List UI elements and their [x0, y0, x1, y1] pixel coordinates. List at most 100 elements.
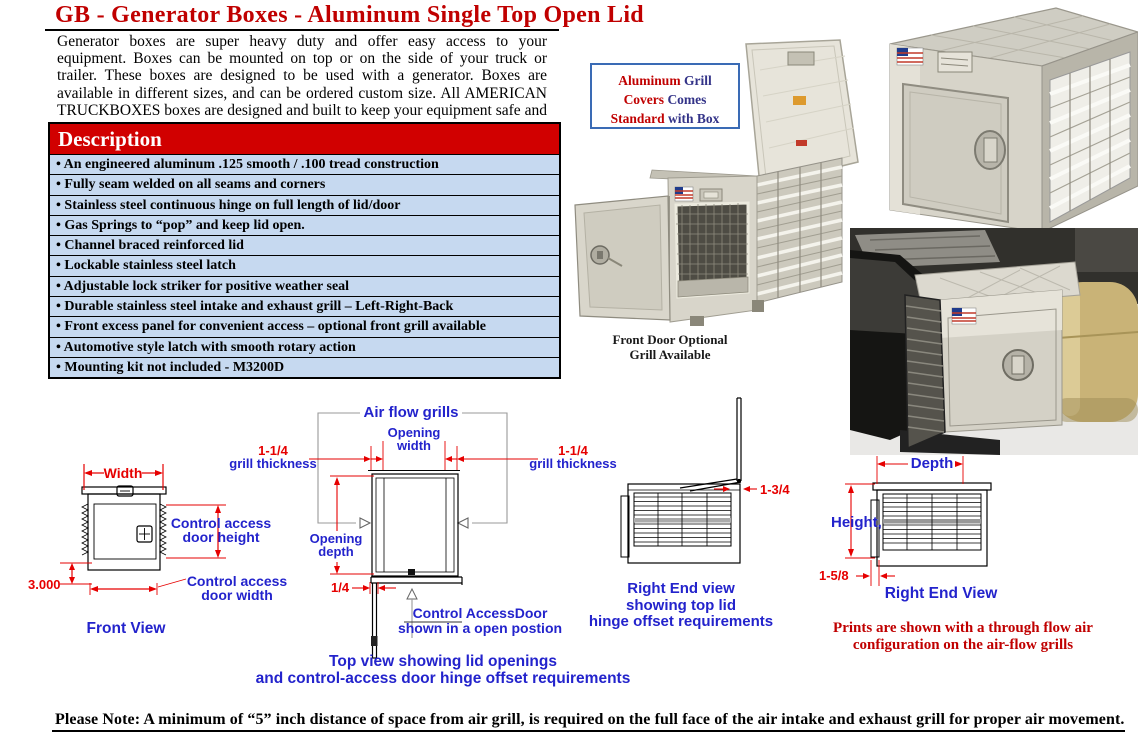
description-item: • Front excess panel for convenient acce…	[50, 316, 559, 337]
label-line: Control AccessDoor	[412, 605, 548, 621]
hinge-view-dimensions	[714, 486, 757, 492]
box-front-face	[649, 169, 758, 323]
front-view-drawing	[81, 485, 167, 571]
intro-paragraph: Generator boxes are super heavy duty and…	[57, 33, 547, 136]
grill-note-box: Aluminum Grill Covers Comes Standard wit…	[590, 63, 740, 129]
grill-note-text-blue: with Box	[668, 111, 720, 126]
photo-truck-mounted-box	[850, 228, 1138, 455]
description-item: • Mounting kit not included - M3200D	[50, 356, 559, 378]
opening-depth-label: Opening depth	[310, 532, 363, 558]
grill-note-text-red: Covers	[623, 92, 665, 107]
grill-note-text-red: Aluminum	[618, 73, 681, 88]
brand-logo	[896, 47, 924, 66]
description-header: Description	[50, 124, 559, 154]
front-view-dimensions	[60, 464, 226, 595]
right-end-view-caption: Right End View	[884, 585, 998, 602]
fuel-tank	[1055, 282, 1138, 422]
label-line: Control access	[186, 573, 288, 589]
description-item: • Lockable stainless steel latch	[50, 255, 559, 276]
footer-note: Please Note: A minimum of “5” inch dista…	[55, 711, 1125, 728]
description-item: • Adjustable lock striker for positive w…	[50, 275, 559, 297]
grill-thickness-left-label: 1-1/4 grill thickness	[229, 444, 316, 470]
front-view-diagram	[60, 464, 226, 595]
label-line: Control access	[170, 515, 272, 531]
open-front-door	[574, 195, 671, 321]
caption-line: Top view showing lid openings	[329, 653, 557, 670]
top-view-dimensions	[309, 441, 538, 594]
caption-line: showing top lid	[626, 596, 736, 614]
brand-logo	[674, 186, 694, 202]
right-end-hinge-diagram	[620, 397, 757, 564]
air-flow-grills-label: Air flow grills	[363, 404, 459, 421]
label-line: Opening	[387, 425, 441, 440]
control-access-door-width-label: Control access door width	[187, 574, 287, 602]
title-divider	[45, 29, 559, 31]
front-door-caption: Front Door Optional Grill Available	[612, 332, 728, 362]
label-line: width	[397, 437, 431, 453]
mounted-box	[914, 261, 1081, 433]
box-right-louver-side	[756, 157, 843, 304]
opening-width-label: Opening width	[387, 425, 441, 453]
mounted-box-louver-grill	[904, 294, 946, 450]
grill-note-text-blue: Grill	[683, 73, 712, 88]
label-line: shown in a open postion	[397, 620, 563, 636]
grill-thickness-right-label: 1-1/4 grill thickness	[529, 444, 616, 470]
grill-note-text-red: Standard	[610, 111, 665, 126]
photo-generator-box	[889, 7, 1138, 233]
grill-note-text-blue: Comes	[667, 92, 707, 107]
caption-line: hinge offset requirements	[588, 613, 774, 630]
hinge-view-drawing	[620, 397, 742, 564]
description-item: • Fully seam welded on all seams and cor…	[50, 174, 559, 195]
description-item: • Gas Springs to “pop” and keep lid open…	[50, 214, 559, 236]
right-end-view-diagram	[845, 456, 992, 586]
open-lid	[742, 39, 859, 209]
control-access-door-height-label: Control access door height	[171, 516, 271, 544]
label-line: grill thickness	[229, 456, 317, 471]
label-value: 1-1/4	[258, 443, 288, 458]
end-view-dimensions	[845, 456, 964, 586]
description-item: • Channel braced reinforced lid	[50, 235, 559, 256]
description-item: • Durable stainless steel intake and exh…	[50, 296, 559, 317]
door-note-leader	[404, 587, 462, 638]
label-line: door width	[201, 587, 273, 603]
description-item: • Stainless steel continuous hinge on fu…	[50, 194, 559, 215]
description-item: • Automotive style latch with smooth rot…	[50, 336, 559, 357]
note-line: configuration on the air-flow grills	[852, 637, 1074, 653]
right-end-hinge-caption: Right End view showing top lid hinge off…	[588, 580, 774, 631]
offset-134-label: 1-3/4	[760, 482, 790, 497]
photo-open-lid-box	[574, 39, 859, 326]
grill-note-line: Aluminum Grill	[592, 71, 738, 90]
label-line: door height	[182, 529, 260, 545]
front-view-caption: Front View	[86, 620, 166, 637]
label-line: grill thickness	[529, 456, 617, 471]
box-front-face	[889, 43, 1043, 233]
grill-note-line: Standard with Box	[592, 109, 738, 128]
depth-dimension-label: Depth	[910, 455, 954, 472]
width-dimension-label: Width	[103, 465, 143, 481]
caption-line: and control-access door hinge offset req…	[255, 669, 631, 687]
offset-3000-label: 3.000	[28, 577, 61, 592]
page-title: GB - Generator Boxes - Aluminum Single T…	[55, 2, 644, 28]
label-value: 1-1/4	[558, 443, 588, 458]
footer-divider	[52, 730, 1125, 732]
end-view-drawing	[870, 482, 992, 567]
top-view-drawing	[368, 470, 463, 659]
description-table: Description • An engineered aluminum .12…	[48, 122, 561, 380]
description-item: • An engineered aluminum .125 smooth / .…	[50, 154, 559, 175]
box-feet	[690, 300, 764, 326]
offset-158-label: 1-5/8	[819, 568, 849, 583]
grill-note-line: Covers Comes	[592, 90, 738, 109]
control-access-door-note: Control AccessDoor shown in a open posti…	[398, 606, 562, 636]
label-line: Opening	[309, 531, 363, 546]
caption-line: Right End view	[627, 580, 735, 597]
front-door-caption-line1: Front Door Optional	[612, 332, 728, 347]
front-door-caption-line2: Grill Available	[629, 346, 711, 362]
box-louver-side	[1041, 31, 1138, 233]
prints-note: Prints are shown with a through flow air…	[833, 620, 1093, 654]
top-view-diagram	[309, 412, 538, 659]
note-line: Prints are shown with a through flow air	[833, 620, 1093, 636]
top-view-caption: Top view showing lid openings and contro…	[255, 653, 631, 687]
label-line: depth	[318, 544, 354, 559]
offset-quarter-label: 1/4	[331, 580, 350, 595]
